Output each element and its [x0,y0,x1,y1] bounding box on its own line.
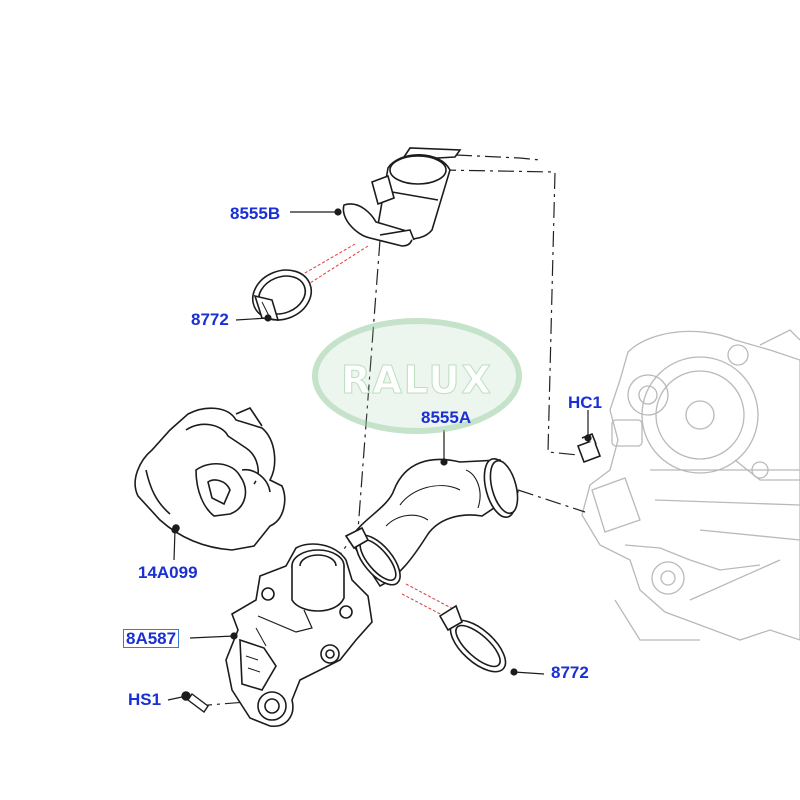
part-label-8555a: 8555A [421,408,472,427]
hose-end-clamp [344,526,401,586]
part-label-14a099: 14A099 [138,563,198,582]
part-label-8555b: 8555B [230,204,281,223]
part-label-hc1: HC1 [568,393,603,412]
leader-lines [167,208,592,701]
thermostat-housing-8a587 [225,543,373,727]
engine-block-ghost [581,329,800,641]
part-label-8772-top: 8772 [191,310,229,329]
part-label-hs1: HS1 [128,690,162,709]
watermark-logo: RALUX [312,318,522,434]
sensor-hs1 [181,691,209,714]
part-label-8772-bottom: 8772 [551,663,589,682]
hose-clamp-8772-bottom [438,604,507,673]
coolant-pipe-8555b [342,147,462,247]
hose-clamp-8772-top [251,269,313,321]
part-label-8a587: 8A587 [123,629,180,648]
watermark-text: RALUX [341,358,493,403]
cover-14a099 [134,407,286,551]
